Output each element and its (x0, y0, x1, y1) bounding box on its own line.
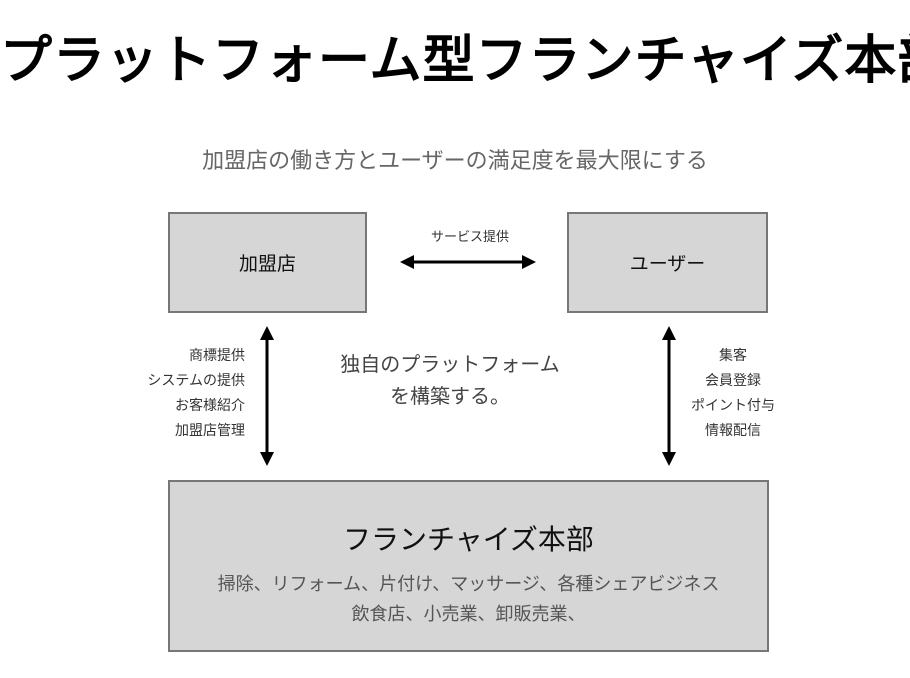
edge-left-item: 加盟店管理 (175, 423, 245, 439)
double-arrow-vertical-right (662, 326, 676, 466)
node-kameiten: 加盟店 (168, 212, 367, 313)
node-hq-industries-line: 飲食店、小売業、卸販売業、 (351, 604, 586, 625)
edge-right-labels: 集客 会員登録 ポイント付与 情報配信 (683, 344, 783, 444)
edge-left-item: 商標提供 (189, 348, 245, 364)
node-user-label: ユーザー (629, 253, 706, 275)
edge-right-item: 情報配信 (705, 423, 761, 439)
center-caption: 独自のプラットフォーム を構築する。 (320, 348, 580, 412)
edge-left-item: お客様紹介 (175, 398, 245, 414)
edge-left-labels: 商標提供 システムの提供 お客様紹介 加盟店管理 (115, 344, 245, 444)
double-arrow-vertical-left (260, 326, 274, 466)
page-title: プラットフォーム型フランチャイズ本部 (0, 31, 910, 91)
center-caption-line: 独自のプラットフォーム (340, 352, 560, 376)
edge-left-item: システムの提供 (147, 373, 245, 389)
node-hq: フランチャイズ本部 掃除、リフォーム、片付け、マッサージ、各種シェアビジネス 飲… (168, 480, 769, 652)
edge-right-item: 集客 (719, 348, 747, 364)
node-hq-industries-line: 掃除、リフォーム、片付け、マッサージ、各種シェアビジネス (217, 574, 720, 595)
page-subtitle: 加盟店の働き方とユーザーの満足度を最大限にする (202, 149, 708, 174)
edge-service-label: サービス提供 (430, 230, 509, 245)
double-arrow-horizontal (400, 255, 536, 269)
edge-right-item: ポイント付与 (691, 398, 775, 414)
center-caption-line: を構築する。 (390, 384, 510, 408)
node-kameiten-label: 加盟店 (238, 253, 296, 275)
edge-right-item: 会員登録 (705, 373, 761, 389)
node-user: ユーザー (567, 212, 768, 313)
node-hq-title: フランチャイズ本部 (343, 523, 594, 556)
